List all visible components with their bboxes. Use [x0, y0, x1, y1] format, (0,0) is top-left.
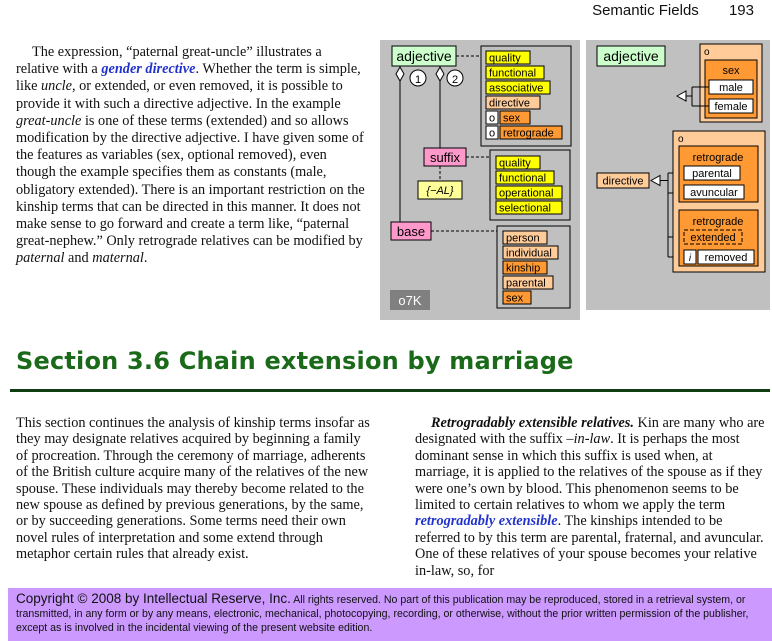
value-removed	[697, 249, 755, 265]
intro-text: .	[143, 250, 148, 267]
right-column-paragraph: Retrogradably extensible relatives. Kin …	[415, 415, 767, 579]
intro-text: . Whether the term is simple, like	[16, 61, 361, 95]
run-in-heading: Retrogradably extensible relatives.	[431, 415, 634, 431]
index-circle-label: 1	[415, 74, 421, 86]
value-label: removed	[705, 252, 748, 264]
feature-label: selectional	[499, 203, 551, 215]
left-column-paragraph: This section continues the analysis of k…	[16, 415, 370, 563]
suffix-term: in-law	[573, 431, 611, 448]
directive-box	[596, 172, 650, 189]
suffix-value: {−AL}	[426, 185, 454, 197]
value-label: avuncular	[690, 187, 738, 199]
value-extended	[683, 229, 743, 245]
feature-functional	[495, 170, 555, 185]
directive-label: directive	[603, 176, 644, 188]
adjective-label: adjective	[396, 48, 451, 64]
body-text: Kin are many who are designated with the…	[415, 415, 765, 448]
body-text: . The kinships intended to be referred t…	[415, 513, 764, 579]
intro-example: great-uncle	[16, 112, 82, 129]
adjective-box	[596, 45, 666, 67]
feature-label: sex	[503, 113, 521, 125]
optional-marker-label: o	[678, 134, 684, 145]
feature-label: quality	[489, 53, 521, 65]
feature-individual	[502, 245, 559, 260]
feature-label: operational	[499, 188, 553, 200]
suffix-value-box	[417, 180, 463, 200]
feature-label: person	[506, 233, 540, 245]
kinship-diagram: adjective 1 2 quality functional associa…	[380, 40, 770, 320]
intro-example: paternal	[16, 250, 65, 267]
intro-text: is one of these terms (extended) and so …	[16, 112, 365, 250]
intro-example: maternal	[92, 250, 144, 267]
feature-kinship	[502, 260, 548, 275]
feature-label: sex	[506, 293, 524, 305]
feature-label: sex	[722, 65, 740, 77]
feature-label: parental	[506, 278, 546, 290]
feature-label: associative	[489, 83, 543, 95]
optional-marker-label: o	[489, 128, 495, 140]
intro-text: and	[64, 250, 93, 267]
intro-text: The expression, “paternal great-uncle” i…	[16, 44, 322, 78]
feature-retrograde	[499, 125, 563, 140]
feature-functional	[485, 65, 545, 80]
value-label: extended	[690, 232, 735, 244]
intro-example: uncle	[41, 78, 72, 95]
diagram-badge-label: o7K	[398, 293, 421, 308]
value-label: parental	[692, 168, 732, 180]
feature-label: individual	[506, 248, 552, 260]
feature-sex	[502, 290, 532, 305]
feature-directive	[485, 95, 541, 110]
value-parental	[683, 165, 741, 181]
gender-directive-link[interactable]: gender directive	[101, 61, 196, 78]
feature-sex	[499, 110, 531, 125]
feature-operational	[495, 185, 563, 200]
feature-label: retrograde	[693, 152, 744, 164]
feature-quality	[485, 50, 531, 65]
feature-label: functional	[499, 173, 546, 185]
optional-marker-label: o	[489, 113, 495, 125]
feature-label: directive	[489, 98, 530, 110]
value-label: female	[714, 101, 747, 113]
feature-associative	[485, 80, 551, 95]
page-number: 193	[728, 2, 754, 19]
feature-label: kinship	[506, 263, 540, 275]
feature-label: retrograde	[693, 216, 744, 228]
optional-marker	[485, 110, 499, 125]
body-text: . It is perhaps the most dominant sense …	[415, 431, 763, 514]
iterative-marker-label: i	[689, 253, 692, 264]
copyright-footer: Copyright © 2008 by Intellectual Reserve…	[8, 588, 772, 641]
copyright-notice: All rights reserved. No part of this pub…	[16, 594, 749, 635]
iterative-marker	[683, 249, 697, 265]
intro-paragraph: The expression, “paternal great-uncle” i…	[16, 44, 368, 268]
feature-person	[502, 230, 548, 245]
optional-marker	[485, 125, 499, 140]
copyright-line: Copyright © 2008 by Intellectual Reserve…	[16, 591, 291, 606]
base-label: base	[397, 224, 425, 239]
suffix-label: suffix	[430, 150, 461, 165]
index-circle-label: 2	[452, 74, 458, 86]
value-label: male	[719, 82, 743, 94]
feature-label: quality	[499, 158, 531, 170]
feature-quality	[495, 155, 541, 170]
adjective-label: adjective	[603, 48, 658, 64]
feature-label: retrograde	[503, 128, 554, 140]
retrogradably-extensible-link[interactable]: retrogradably extensible	[415, 513, 558, 530]
running-header-title: Semantic Fields	[592, 2, 699, 19]
diagram-badge	[390, 290, 430, 310]
feature-parental	[502, 275, 554, 290]
index-circle	[446, 69, 464, 87]
running-header: Semantic Fields 193	[592, 2, 754, 19]
feature-selectional	[495, 200, 563, 215]
section-divider	[10, 389, 770, 392]
index-circle	[409, 69, 427, 87]
feature-label: functional	[489, 68, 536, 80]
intro-text: , or extended, or even removed, it is po…	[16, 78, 343, 112]
value-avuncular	[683, 184, 745, 200]
section-title: Section 3.6 Chain extension by marriage	[16, 347, 574, 375]
optional-marker-label: o	[704, 47, 710, 58]
